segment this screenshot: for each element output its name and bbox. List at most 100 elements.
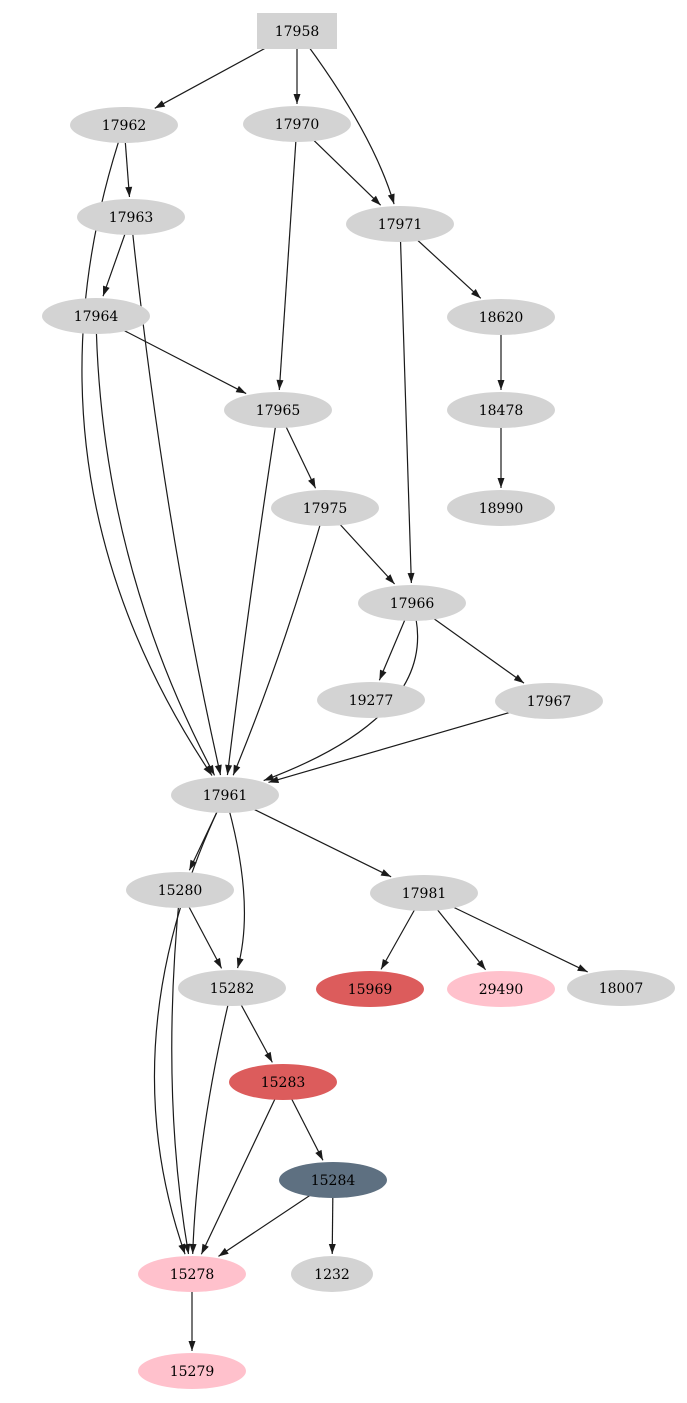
- node-label-18990: 18990: [479, 501, 524, 517]
- graph-node-17961: 17961: [171, 777, 279, 813]
- arrowhead-icon: [233, 764, 241, 776]
- node-ellipse-shape: [178, 970, 286, 1006]
- graph-node-15283: 15283: [229, 1064, 337, 1100]
- node-label-29490: 29490: [479, 982, 524, 998]
- edge-17971-17966: [399, 223, 412, 584]
- arrowhead-icon: [497, 478, 505, 488]
- node-label-1232: 1232: [314, 1267, 350, 1283]
- node-label-15279: 15279: [170, 1364, 215, 1380]
- graph-node-18478: 18478: [447, 392, 555, 428]
- edge-17961-15282: [224, 794, 246, 969]
- node-ellipse-shape: [447, 392, 555, 428]
- arrowhead-icon: [213, 957, 222, 969]
- graph-node-17962: 17962: [70, 107, 178, 143]
- edge-15280-15278: [171, 889, 190, 1255]
- arrowhead-icon: [225, 764, 233, 776]
- node-ellipse-shape: [77, 199, 185, 235]
- node-label-17981: 17981: [402, 886, 447, 902]
- node-ellipse-shape: [447, 299, 555, 335]
- node-ellipse-shape: [229, 1064, 337, 1100]
- arrowhead-icon: [476, 959, 486, 970]
- node-ellipse-shape: [279, 1162, 387, 1198]
- arrowhead-icon: [236, 957, 244, 969]
- arrowhead-icon: [308, 477, 316, 489]
- arrowhead-icon: [577, 964, 588, 972]
- graph-node-17963: 17963: [77, 199, 185, 235]
- node-label-15969: 15969: [348, 982, 393, 998]
- graph-node-18620: 18620: [447, 299, 555, 335]
- graph-node-18007: 18007: [567, 970, 675, 1006]
- arrowhead-icon: [201, 1243, 209, 1255]
- edge-17967-17961: [268, 700, 550, 783]
- graph-node-17975: 17975: [271, 490, 379, 526]
- arrowhead-icon: [315, 1149, 323, 1161]
- node-ellipse-shape: [495, 683, 603, 719]
- node-label-15280: 15280: [158, 883, 203, 899]
- graph-node-17965: 17965: [224, 392, 332, 428]
- graph-node-17964: 17964: [42, 298, 150, 334]
- node-label-15283: 15283: [261, 1075, 306, 1091]
- edge-17965-17961: [226, 409, 279, 776]
- node-ellipse-shape: [317, 682, 425, 718]
- graph-node-17966: 17966: [358, 585, 466, 621]
- graph-node-29490: 29490: [447, 971, 555, 1007]
- arrowhead-icon: [154, 100, 166, 109]
- node-ellipse-shape: [171, 777, 279, 813]
- edge-17961-15278: [153, 794, 226, 1255]
- node-label-17967: 17967: [527, 694, 572, 710]
- arrowhead-icon: [264, 1051, 273, 1063]
- graph-node-15282: 15282: [178, 970, 286, 1006]
- arrowhead-icon: [293, 94, 301, 104]
- arrowhead-icon: [407, 572, 415, 584]
- arrowhead-icon: [513, 674, 524, 684]
- arrowhead-icon: [125, 186, 133, 198]
- node-box-shape: [257, 13, 337, 49]
- node-label-17961: 17961: [203, 788, 248, 804]
- node-label-17970: 17970: [275, 117, 320, 133]
- graph-node-15280: 15280: [126, 872, 234, 908]
- node-label-19277: 19277: [349, 693, 394, 709]
- edge-layer: [81, 30, 588, 1351]
- arrowhead-icon: [103, 285, 110, 297]
- node-ellipse-shape: [316, 971, 424, 1007]
- edge-17970-17965: [278, 123, 298, 391]
- edge-17963-17961: [130, 216, 222, 776]
- graph-node-18990: 18990: [447, 490, 555, 526]
- graph-node-19277: 19277: [317, 682, 425, 718]
- arrowhead-icon: [497, 380, 505, 390]
- graph-node-15284: 15284: [279, 1162, 387, 1198]
- arrowhead-icon: [276, 379, 284, 391]
- graph-node-15278: 15278: [138, 1256, 246, 1292]
- arrowhead-icon: [268, 776, 280, 783]
- arrowhead-icon: [183, 1243, 191, 1255]
- node-ellipse-shape: [447, 490, 555, 526]
- graph-node-17970: 17970: [243, 106, 351, 142]
- arrowhead-icon: [189, 1243, 197, 1255]
- arrowhead-icon: [328, 1243, 336, 1255]
- arrowhead-icon: [218, 1247, 229, 1257]
- arrowhead-icon: [379, 669, 387, 681]
- node-ellipse-shape: [447, 971, 555, 1007]
- node-label-17966: 17966: [390, 596, 435, 612]
- edge-15282-15278: [192, 987, 233, 1255]
- node-label-17958: 17958: [275, 24, 320, 40]
- edge-15283-15278: [200, 1081, 284, 1255]
- node-label-18620: 18620: [479, 310, 524, 326]
- arrowhead-icon: [387, 193, 395, 205]
- node-label-15278: 15278: [170, 1267, 215, 1283]
- arrowhead-icon: [380, 869, 392, 877]
- node-label-15282: 15282: [210, 981, 255, 997]
- node-ellipse-shape: [346, 206, 454, 242]
- arrowhead-icon: [235, 385, 247, 394]
- node-ellipse-shape: [224, 392, 332, 428]
- edge-17975-17961: [232, 507, 326, 776]
- edge-17964-17961: [95, 315, 216, 776]
- arrowhead-icon: [178, 1243, 186, 1255]
- arrowhead-icon: [371, 195, 381, 206]
- node-ellipse-shape: [42, 298, 150, 334]
- node-label-17962: 17962: [102, 118, 147, 134]
- node-ellipse-shape: [138, 1256, 246, 1292]
